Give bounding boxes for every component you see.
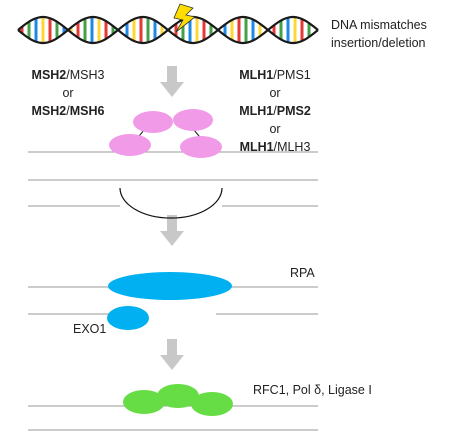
msh-option-2-bold: MSH2 (31, 104, 67, 118)
excised-loop (119, 187, 223, 219)
pol-delta-protein (157, 384, 199, 408)
msh-option-2-bold2: MSH6 (69, 104, 105, 118)
mlh-protein-bottom-right (180, 136, 222, 158)
mlh-option-1-bold: MLH1 (239, 68, 274, 82)
mlh-complex-options: MLH1/PMS1 or MLH1/PMS2 or MLH1/MLH3 (220, 66, 330, 156)
mlh-option-1: MLH1/PMS1 (220, 66, 330, 84)
msh-option-1: MSH2/MSH3 (18, 66, 118, 84)
dna-mismatch-label-line2: insertion/deletion (331, 36, 426, 50)
rfc1-protein (123, 390, 165, 414)
mlh-option-3-bold: MLH1 (239, 140, 274, 154)
mlh-option-2: MLH1/PMS2 (220, 102, 330, 120)
exo1-label: EXO1 (73, 322, 107, 336)
mlh-or-2: or (269, 122, 281, 136)
mlh-option-2-bold2: PMS2 (276, 104, 311, 118)
rfc-pol-ligase-label: RFC1, Pol δ, Ligase I (253, 383, 372, 397)
dna-mismatch-label-line1: DNA mismatches (331, 18, 427, 32)
mlh-option-3: MLH1/MLH3 (220, 138, 330, 156)
step-arrow-1 (160, 66, 184, 97)
lightning-bolt-icon (173, 3, 196, 33)
ligase-protein (191, 392, 233, 416)
msh-option-2: MSH2/MSH6 (18, 102, 118, 120)
mlh-protein-top-right (173, 109, 213, 131)
mlh-option-2-sep: / (273, 104, 277, 118)
msh-option-1-rest: /MSH3 (66, 68, 105, 82)
mlh-option-2-bold: MLH1 (239, 104, 274, 118)
exo1-protein (107, 306, 149, 330)
dna-backbone-strand-b (17, 15, 319, 45)
msh-option-1-bold: MSH2 (31, 68, 67, 82)
mlh-option-1-rest: /PMS1 (273, 68, 311, 82)
dna-mismatch-label: DNA mismatches insertion/deletion (331, 16, 427, 52)
msh-or: or (62, 86, 74, 100)
dna-double-helix (17, 15, 319, 45)
step-arrow-3 (160, 339, 184, 370)
mlh-or-1: or (269, 86, 281, 100)
mlh-option-3-rest: /MLH3 (273, 140, 311, 154)
dna-base-pairs (20, 17, 311, 43)
rpa-protein (108, 272, 232, 300)
msh-protein-bottom-left (109, 134, 151, 156)
step-arrow-2 (160, 215, 184, 246)
rpa-label: RPA (290, 266, 315, 280)
msh-option-2-sep: / (66, 104, 70, 118)
msh-complex-options: MSH2/MSH3 or MSH2/MSH6 (18, 66, 118, 120)
msh-protein-top-left (133, 111, 173, 133)
